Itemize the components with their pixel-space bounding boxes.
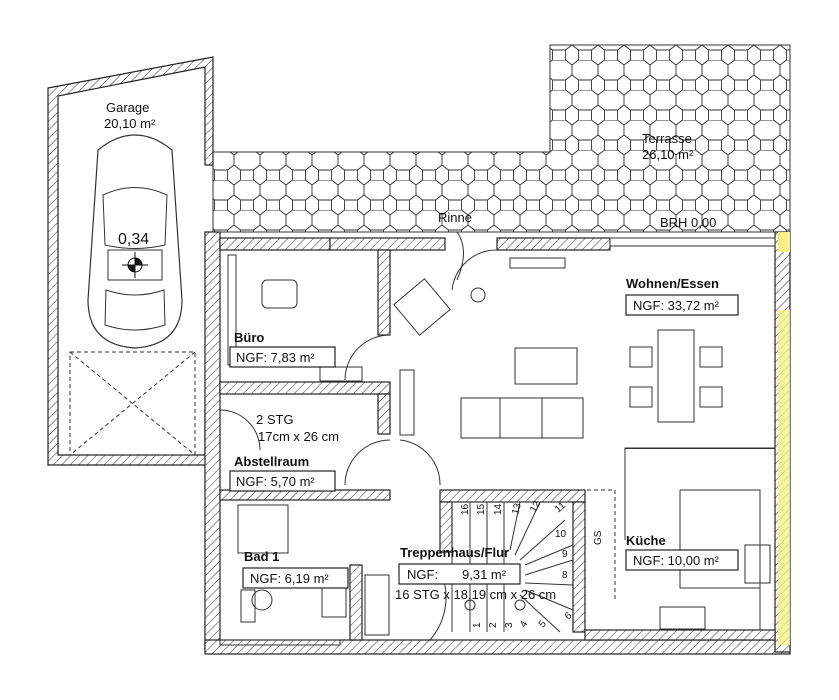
house-walls bbox=[204, 231, 791, 655]
ngf-abstellraum: NGF: 5,70 m² bbox=[236, 474, 315, 489]
stair-number: 15 bbox=[476, 503, 487, 515]
stair-number: 3 bbox=[504, 622, 515, 628]
garage bbox=[47, 56, 214, 466]
ngf-buero: NGF: 7,83 m² bbox=[236, 350, 315, 365]
stair-number: 13 bbox=[510, 502, 524, 516]
stair-number: 6 bbox=[563, 610, 575, 622]
washbasin-icon bbox=[321, 584, 347, 618]
stove-icon bbox=[744, 544, 771, 584]
stair-number: 16 bbox=[460, 503, 471, 515]
room-name-kueche: Küche bbox=[626, 533, 666, 548]
sofa-icon bbox=[460, 397, 584, 439]
stair-number: 1 bbox=[472, 622, 483, 628]
stair-number: 4 bbox=[518, 619, 531, 630]
interior-walls bbox=[219, 231, 776, 641]
car-icon bbox=[87, 134, 183, 349]
stair-number: 12 bbox=[528, 499, 543, 515]
room-name-bad: Bad 1 bbox=[244, 549, 279, 564]
office-chair-icon bbox=[261, 279, 298, 309]
stair-number: 9 bbox=[562, 549, 568, 560]
sink-icon bbox=[659, 606, 706, 630]
stair-number: 8 bbox=[562, 570, 568, 581]
terrace-name: Terrasse bbox=[642, 131, 692, 146]
room-name-buero: Büro bbox=[234, 330, 264, 345]
car-value: 0,34 bbox=[118, 231, 149, 248]
garage-area: 20,10 m² bbox=[104, 116, 156, 131]
stg-dims: 17cm x 26 cm bbox=[258, 429, 339, 444]
ngf-kueche: NGF: 10,00 m² bbox=[633, 553, 720, 568]
brh-label: BRH 0,00 bbox=[660, 215, 716, 230]
coffee-table-icon bbox=[514, 347, 578, 385]
room-name-abstellraum: Abstellraum bbox=[234, 454, 309, 469]
shower-icon bbox=[237, 504, 289, 554]
armchair-icon bbox=[393, 278, 451, 336]
ngf-bad: NGF: 6,19 m² bbox=[250, 571, 329, 586]
stair-number: 10 bbox=[555, 529, 567, 540]
garage-name: Garage bbox=[106, 100, 149, 115]
staircase: 1 2 3 4 5 6 8 9 10 11 12 13 14 15 16 bbox=[451, 499, 575, 633]
stair-number: 2 bbox=[488, 622, 499, 628]
stair-number: 14 bbox=[493, 503, 504, 515]
crosshair-icon bbox=[122, 252, 148, 278]
furniture bbox=[227, 254, 771, 636]
room-name-wohnen: Wohnen/Essen bbox=[626, 276, 719, 291]
stairs-spec: 16 STG x 18,19 cm x 26 cm bbox=[395, 587, 556, 602]
ngf-treppenhaus-value: 9,31 m² bbox=[462, 567, 507, 582]
room-name-treppenhaus: Treppenhaus/Flur bbox=[400, 545, 509, 560]
stg-count: 2 STG bbox=[256, 412, 294, 427]
terrace-area bbox=[212, 44, 791, 233]
rinne-label: Rinne bbox=[438, 210, 472, 225]
terrace-area-label: 26,10 m² bbox=[642, 147, 694, 162]
dining-table-icon bbox=[657, 329, 695, 423]
gs-label: GS bbox=[593, 530, 604, 545]
toilet-icon bbox=[240, 589, 256, 623]
ngf-treppenhaus-label: NGF: bbox=[407, 567, 438, 582]
stair-number: 5 bbox=[537, 618, 549, 630]
ngf-wohnen: NGF: 33,72 m² bbox=[633, 298, 720, 313]
